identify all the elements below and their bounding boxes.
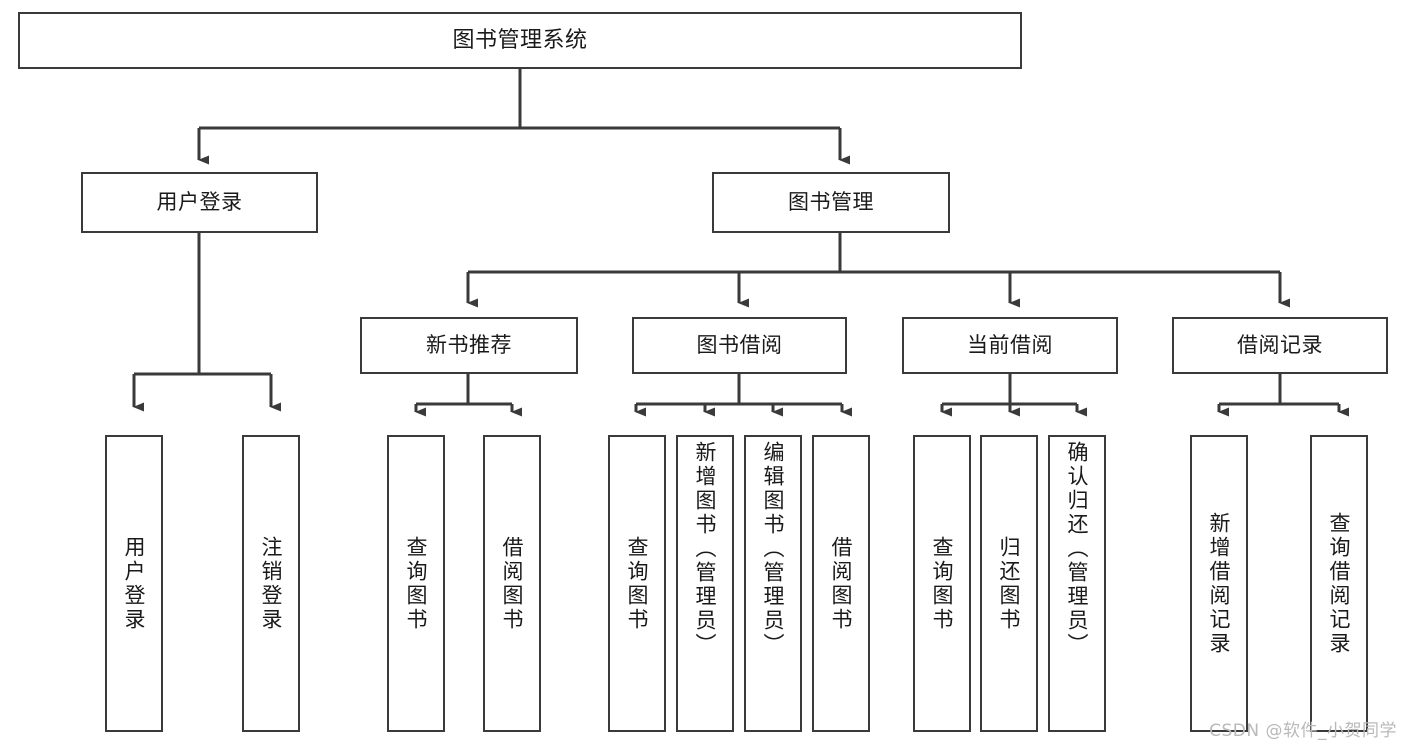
- node-leaf-query-borrow-record-label: 查询借阅记录: [1327, 511, 1352, 656]
- node-leaf-query-books-borrowing[interactable]: 查询图书: [608, 435, 666, 732]
- node-module-book-borrowing-label: 图书借阅: [696, 333, 783, 358]
- node-leaf-add-borrow-record[interactable]: 新增借阅记录: [1190, 435, 1248, 732]
- node-leaf-add-borrow-record-label: 新增借阅记录: [1207, 511, 1232, 656]
- node-module-book-borrowing[interactable]: 图书借阅: [632, 317, 847, 374]
- node-branch-user-login[interactable]: 用户登录: [81, 172, 318, 233]
- node-leaf-query-books-borrowing-label: 查询图书: [625, 535, 650, 632]
- node-leaf-return-books-label: 归还图书: [997, 535, 1022, 632]
- edges-booksmgmt-to-modules: [466, 233, 1290, 308]
- node-leaf-query-books-newbooks[interactable]: 查询图书: [387, 435, 445, 732]
- node-branch-book-management-label: 图书管理: [788, 190, 874, 215]
- node-leaf-add-book-admin[interactable]: 新增图书（管理员）: [676, 435, 734, 732]
- node-leaf-borrow-books-borrowing[interactable]: 借阅图书: [812, 435, 870, 732]
- node-leaf-confirm-return-admin-label: 确认归还（管理员）: [1065, 441, 1090, 657]
- edges-newbooks-to-leaves: [414, 374, 522, 417]
- node-module-new-book-recommendation-label: 新书推荐: [426, 333, 512, 358]
- node-leaf-borrow-books-borrowing-label: 借阅图书: [829, 535, 854, 632]
- node-branch-user-login-label: 用户登录: [156, 190, 243, 215]
- edges-root-to-branches: [197, 69, 850, 165]
- node-leaf-logout[interactable]: 注销登录: [242, 435, 300, 732]
- node-leaf-query-books-current-label: 查询图书: [930, 535, 955, 632]
- node-module-current-borrowing-label: 当前借阅: [967, 333, 1053, 358]
- node-leaf-user-login-label: 用户登录: [122, 535, 147, 632]
- node-module-borrow-records[interactable]: 借阅记录: [1172, 317, 1388, 374]
- node-module-new-book-recommendation[interactable]: 新书推荐: [360, 317, 578, 374]
- node-branch-book-management[interactable]: 图书管理: [712, 172, 950, 233]
- node-leaf-logout-label: 注销登录: [259, 535, 284, 632]
- csdn-watermark: CSDN @软件_小贺同学: [1209, 721, 1397, 741]
- node-leaf-edit-book-admin-label: 编辑图书（管理员）: [761, 441, 786, 657]
- node-leaf-user-login[interactable]: 用户登录: [105, 435, 163, 732]
- node-leaf-confirm-return-admin[interactable]: 确认归还（管理员）: [1048, 435, 1106, 732]
- node-leaf-query-borrow-record[interactable]: 查询借阅记录: [1310, 435, 1368, 732]
- node-leaf-borrow-books-newbooks[interactable]: 借阅图书: [483, 435, 541, 732]
- edges-current-to-leaves: [940, 374, 1087, 417]
- node-leaf-return-books[interactable]: 归还图书: [980, 435, 1038, 732]
- node-leaf-borrow-books-newbooks-label: 借阅图书: [500, 535, 525, 632]
- node-leaf-query-books-newbooks-label: 查询图书: [404, 535, 429, 632]
- node-leaf-add-book-admin-label: 新增图书（管理员）: [693, 441, 718, 657]
- node-leaf-edit-book-admin[interactable]: 编辑图书（管理员）: [744, 435, 802, 732]
- edges-borrow-to-leaves: [634, 374, 852, 417]
- node-root-label: 图书管理系统: [452, 27, 588, 53]
- node-root-book-management-system[interactable]: 图书管理系统: [18, 12, 1022, 69]
- node-module-borrow-records-label: 借阅记录: [1237, 333, 1323, 358]
- edges-userlogin-to-leaves: [132, 233, 281, 412]
- node-module-current-borrowing[interactable]: 当前借阅: [902, 317, 1118, 374]
- node-leaf-query-books-current[interactable]: 查询图书: [913, 435, 971, 732]
- edges-records-to-leaves: [1217, 374, 1349, 417]
